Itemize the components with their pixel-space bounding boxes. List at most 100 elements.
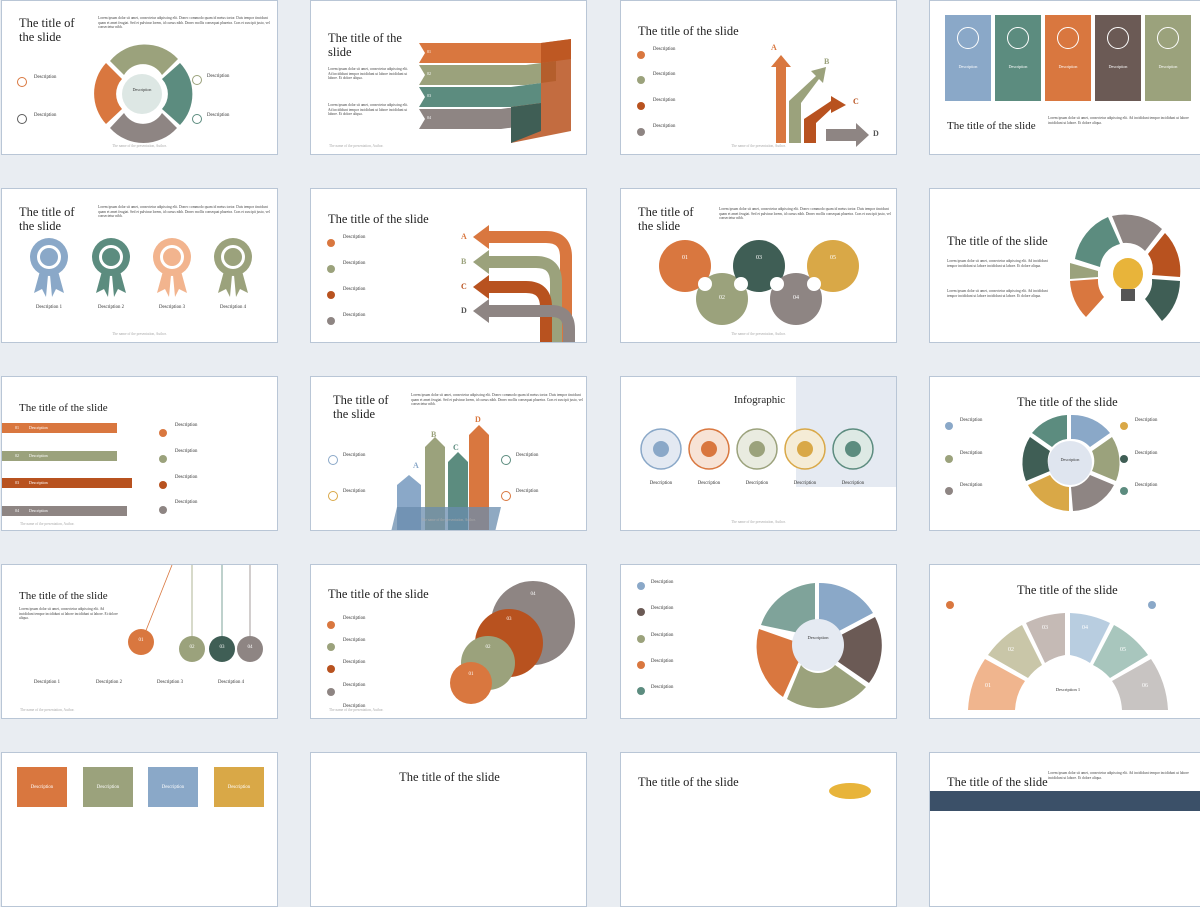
bar bbox=[2, 506, 127, 516]
slide-thumbnail-3[interactable]: The title of the slide Description Descr… bbox=[620, 0, 897, 155]
arrow-letter: B bbox=[461, 257, 467, 266]
circle-number: 03 bbox=[219, 645, 225, 650]
slide-thumbnail-8[interactable]: The title of the slide Lorem ipsum dolor… bbox=[929, 188, 1200, 343]
step-number: 03 bbox=[427, 93, 431, 98]
slide-thumbnail-4[interactable]: Description Description Description Desc… bbox=[929, 0, 1200, 155]
slide-footer: The name of the presentation, Author. bbox=[112, 144, 167, 148]
slide-thumbnail-6[interactable]: The title of the slide Description Descr… bbox=[310, 188, 587, 343]
bullet-dot bbox=[945, 455, 953, 463]
segment-number: 01 bbox=[985, 683, 991, 689]
slide-thumbnail-16[interactable]: The title of the slide 01 02 03 04 05 06… bbox=[929, 564, 1200, 719]
bullet-dot bbox=[159, 481, 167, 489]
item-label: Description bbox=[697, 481, 721, 486]
body-text: Lorem ipsum dolor sit amet, consectetur … bbox=[947, 289, 1048, 298]
center-label: Description bbox=[1060, 457, 1080, 462]
accent-bar bbox=[930, 791, 1200, 811]
body-text: Lorem ipsum dolor sit amet, consectetur … bbox=[1048, 771, 1189, 780]
bullet-dot bbox=[1120, 487, 1128, 495]
slide-title: The title of the slide bbox=[19, 590, 108, 602]
center-label: Description 1 bbox=[1055, 687, 1081, 692]
bullet-dot bbox=[637, 51, 645, 59]
letter-badge bbox=[17, 114, 27, 124]
step-number: 05 bbox=[830, 255, 836, 261]
center-label: Description bbox=[132, 87, 152, 92]
rising-bars bbox=[391, 425, 501, 530]
body-text: Lorem ipsum dolor sit amet, consectetur … bbox=[1048, 116, 1189, 125]
slide-thumbnail-9[interactable]: The title of the slide 01 Description 02… bbox=[1, 376, 278, 531]
pie-wheel bbox=[756, 582, 882, 709]
letter-badge bbox=[501, 491, 511, 501]
item-label: Description bbox=[653, 47, 676, 52]
item-label: Description bbox=[649, 481, 673, 486]
send-icon bbox=[1007, 27, 1029, 49]
item-label: Description bbox=[343, 235, 366, 240]
bar-label: Description bbox=[29, 508, 48, 513]
item-label: Description bbox=[175, 423, 198, 428]
edit-icon bbox=[957, 27, 979, 49]
item-label: Description bbox=[651, 606, 674, 611]
slide-thumbnail-18[interactable]: The title of the slide bbox=[310, 752, 587, 907]
slide-thumbnail-14[interactable]: The title of the slide Description Descr… bbox=[310, 564, 587, 719]
body-text: Lorem ipsum dolor sit amet, consectetur … bbox=[98, 16, 270, 30]
item-label: Description bbox=[653, 124, 676, 129]
body-text: Lorem ipsum dolor sit amet, consectetur … bbox=[19, 607, 118, 621]
bullet-dot bbox=[1120, 455, 1128, 463]
slide-footer: The name of the presentation, Author. bbox=[329, 144, 384, 148]
letter-badge bbox=[501, 455, 511, 465]
item-label: Description bbox=[175, 449, 198, 454]
item-label: Description bbox=[343, 313, 366, 318]
body-text: Lorem ipsum dolor sit amet, consectetur … bbox=[328, 67, 409, 81]
item-label: Description 2 bbox=[96, 680, 122, 685]
circle-number: 04 bbox=[530, 592, 536, 597]
slide-thumbnail-17[interactable]: Description Description Description Desc… bbox=[1, 752, 278, 907]
bullet-dot bbox=[327, 643, 335, 651]
step-number: 01 bbox=[427, 49, 431, 54]
item-label: Description 4 bbox=[218, 680, 244, 685]
arrow-letter: C bbox=[461, 282, 467, 291]
slide-title: The title of the slide bbox=[19, 402, 108, 414]
slide-footer: The name of the presentation, Author. bbox=[20, 708, 75, 712]
card-label: Description bbox=[30, 785, 54, 790]
letter-badge bbox=[17, 77, 27, 87]
circle-number: 04 bbox=[247, 645, 253, 650]
slide-thumbnail-15[interactable]: Description Description Description Desc… bbox=[620, 564, 897, 719]
item-label: Description bbox=[793, 481, 817, 486]
item-label: Description bbox=[960, 418, 983, 423]
slide-thumbnail-20[interactable]: The title of the slide Lorem ipsum dolor… bbox=[929, 752, 1200, 907]
slide-footer: The name of the presentation, Author. bbox=[112, 332, 167, 336]
item-label: Description bbox=[175, 475, 198, 480]
slide-title: The title of the slide bbox=[1017, 583, 1118, 597]
item-label: Description bbox=[343, 261, 366, 266]
card-label: Description bbox=[161, 785, 185, 790]
bar-letter: D bbox=[475, 415, 481, 424]
slide-thumbnail-11[interactable]: Infographic Description Description Desc… bbox=[620, 376, 897, 531]
item-label: Description 3 bbox=[159, 305, 185, 310]
bullet-dot bbox=[327, 665, 335, 673]
letter-badge bbox=[192, 75, 202, 85]
slide-title: The title of the slide bbox=[947, 234, 1048, 248]
coin-graphic bbox=[829, 783, 871, 799]
arrow-letter: C bbox=[853, 97, 859, 106]
bullet-dot bbox=[1148, 601, 1156, 609]
item-label: Description 1 bbox=[36, 305, 62, 310]
slide-title: The title of the slide bbox=[638, 24, 739, 38]
overlapping-circles bbox=[450, 581, 575, 704]
slide-thumbnail-19[interactable]: The title of the slide bbox=[620, 752, 897, 907]
card-label: Description bbox=[1108, 64, 1128, 69]
bullet-dot bbox=[945, 487, 953, 495]
slide-thumbnail-13[interactable]: The title of the slide Lorem ipsum dolor… bbox=[1, 564, 278, 719]
bar bbox=[2, 478, 132, 488]
slide-thumbnail-12[interactable]: The title of the slide Description Descr… bbox=[929, 376, 1200, 531]
card-label: Description bbox=[958, 64, 978, 69]
bar bbox=[2, 451, 117, 461]
item-label: Description bbox=[651, 659, 674, 664]
gear-icon bbox=[1107, 27, 1129, 49]
